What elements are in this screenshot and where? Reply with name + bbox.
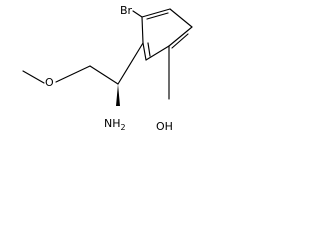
bond-oxygen-methyl xyxy=(22,70,45,84)
bond-stereocenter-methylene xyxy=(89,65,119,85)
amine-nh-label: NH xyxy=(104,117,121,130)
ether-oxygen-label: O xyxy=(45,76,54,89)
bond-ring-stereocenter xyxy=(117,42,144,85)
benzene-ring xyxy=(141,8,193,61)
hydroxyl-label: OH xyxy=(156,120,173,133)
bond-methylene-oxygen xyxy=(55,65,91,83)
amine-subscript-label: 2 xyxy=(121,123,126,132)
ring-bond-c4-c5 xyxy=(141,8,171,18)
structure-canvas: Br O NH2 OH xyxy=(22,4,193,133)
bromine-label: Br xyxy=(120,4,133,17)
ring-bond-c5-c6 xyxy=(141,16,144,44)
ring-bond-c2-c3-inner xyxy=(171,33,189,49)
ring-bond-c6-c1-inner xyxy=(147,42,151,57)
ring-bond-c4-c5-inner xyxy=(146,12,169,20)
ring-bond-c3-c4 xyxy=(169,8,193,28)
ring-bond-c1-c2 xyxy=(145,45,170,61)
ring-bond-c6-c1 xyxy=(142,42,147,61)
amine-label: NH2 xyxy=(104,117,126,132)
bond-ring-bromine xyxy=(132,10,143,18)
stereo-wedge-bond xyxy=(116,84,120,106)
ring-bond-c2-c3 xyxy=(168,26,193,47)
